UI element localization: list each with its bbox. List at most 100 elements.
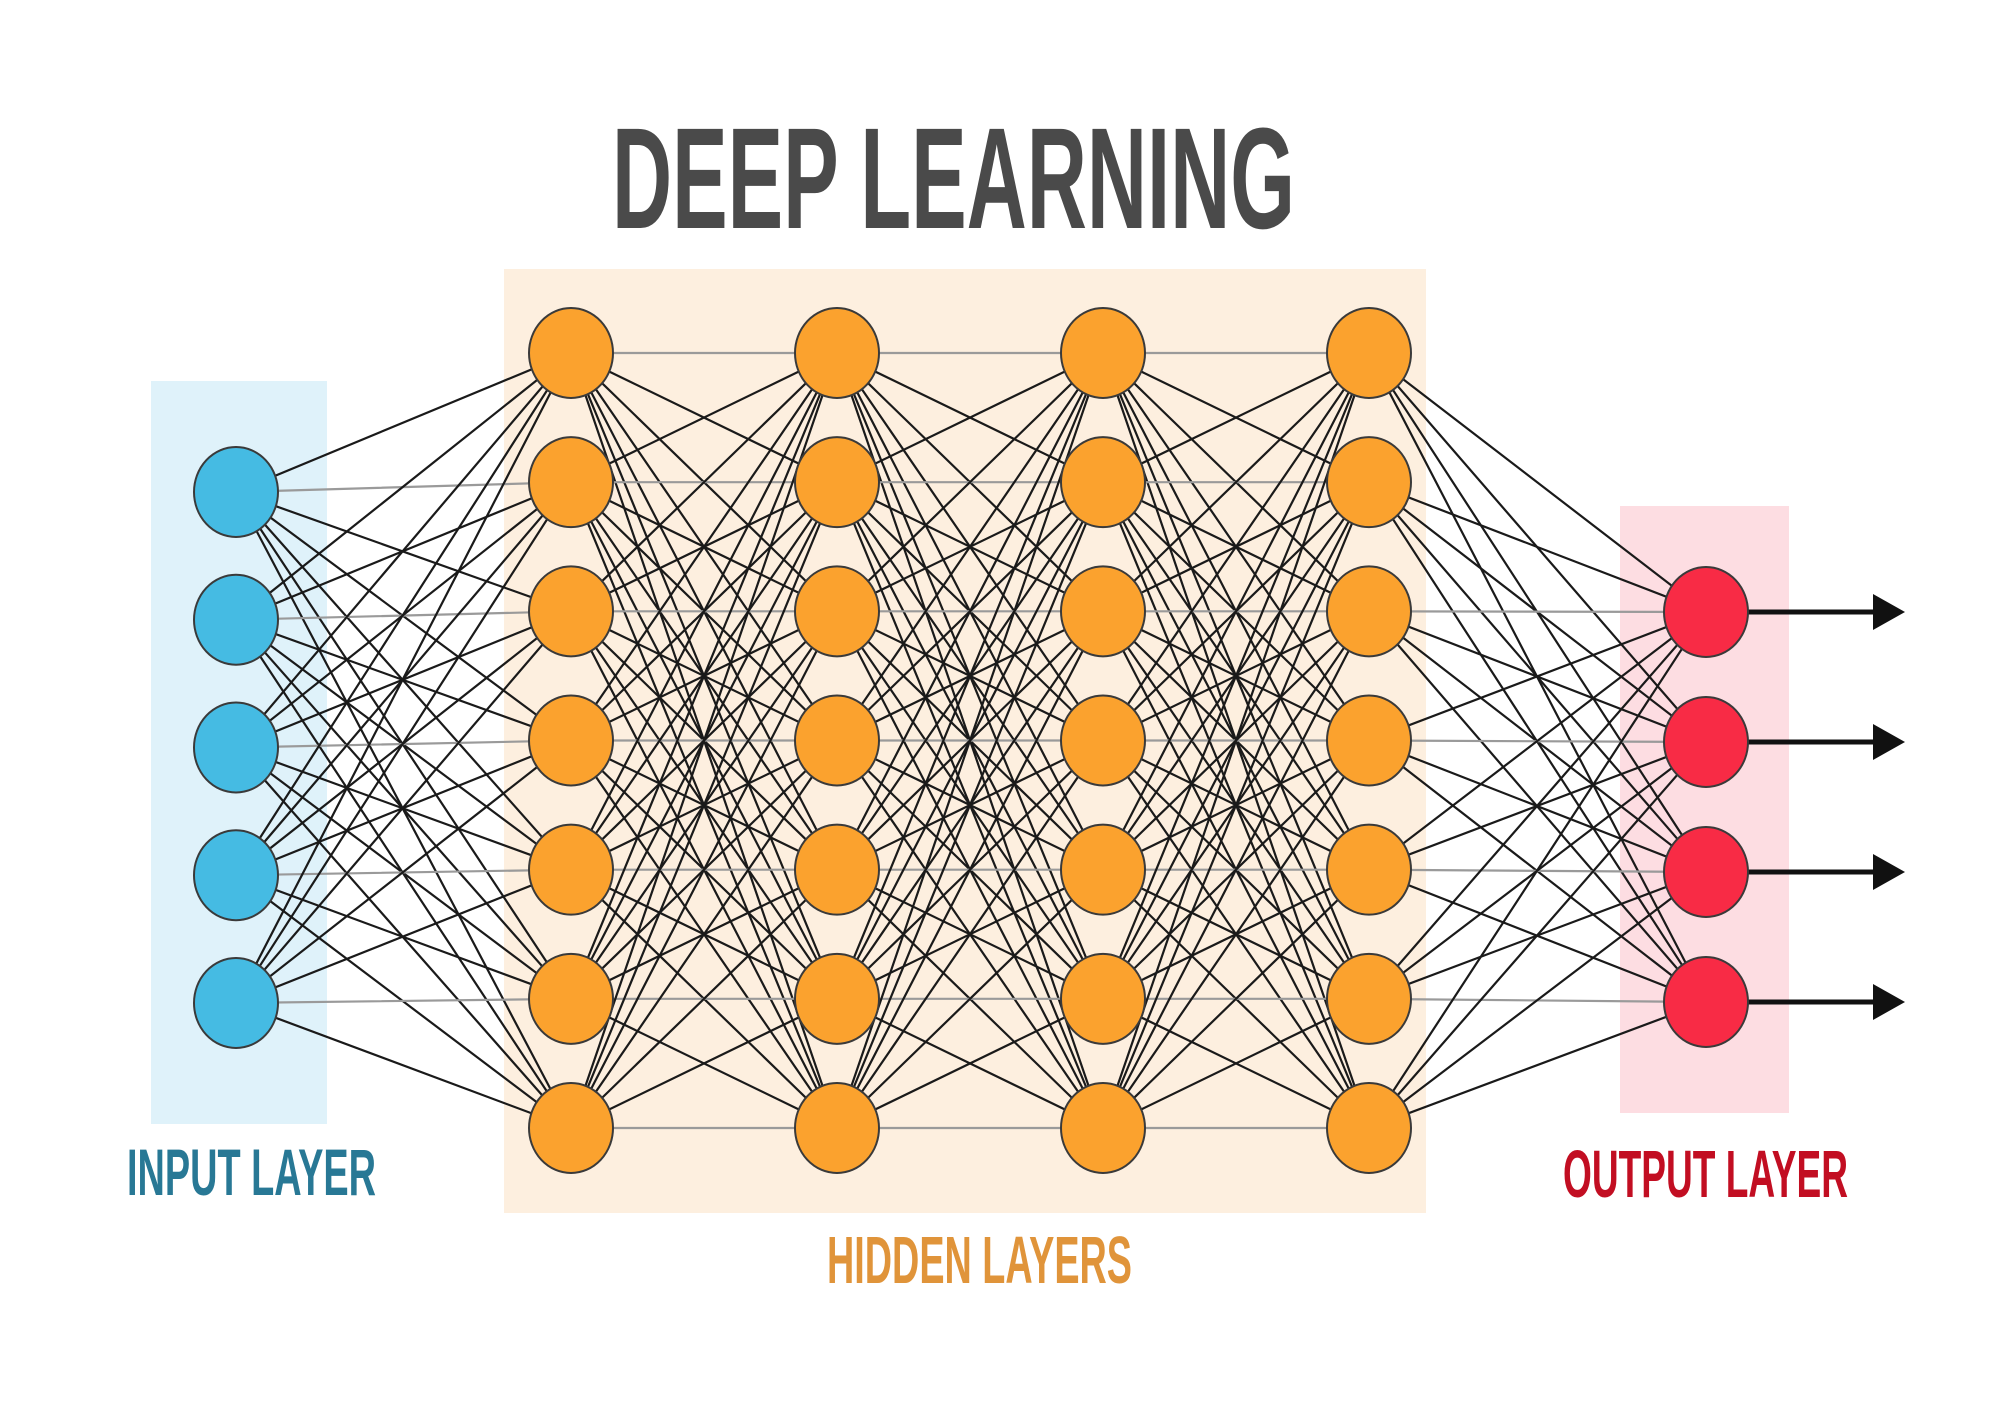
output-neuron [1663,566,1749,658]
hidden-layer-4-neuron [1326,952,1412,1045]
hidden-layer-3-neuron [1060,823,1146,916]
neurons [193,307,1749,1174]
connection-edge [1367,870,1708,1130]
connection-edge [1367,740,1708,1130]
hidden-layer-3-neuron [1060,1082,1146,1174]
hidden-layer-2-neuron [794,952,880,1045]
arrow-head [1873,984,1905,1020]
hidden-layer-3-neuron [1060,694,1146,787]
connection-edge [234,1001,573,1130]
connection-edge [1367,610,1708,614]
connection-edge [835,351,1105,613]
connection-edge [1367,481,1708,614]
connection-edge [569,481,839,1130]
connection-edge [835,351,1105,484]
hidden-layer-2-neuron [794,565,880,658]
input-layer-label: INPUT LAYER [127,1135,376,1209]
connection-edge [1101,610,1371,1130]
output-arrow-icon [1748,724,1905,760]
connection-edge [1101,351,1371,742]
arrow-head [1873,594,1905,630]
connection-edge [569,610,839,1130]
connection-edge [234,610,573,1005]
input-neuron [193,573,279,666]
connection-edge [234,868,573,1005]
hidden-layer-1-neuron [528,694,614,787]
output-neuron [1663,956,1749,1048]
arrow-head [1873,724,1905,760]
connection-edge [1367,610,1708,1130]
connection-edge [569,739,839,1130]
connection-edge [1101,351,1371,613]
hidden-layer-2-neuron [794,694,880,787]
connection-edge [569,351,839,613]
connection-edge [569,351,839,1130]
hidden-layer-1-neuron [528,565,614,658]
connection-edge [234,351,573,749]
connection-edge [569,351,839,1000]
connection-edge [835,739,1105,1130]
connection-edge [569,351,839,484]
output-arrows [1748,594,1905,1020]
input-neuron [193,957,279,1049]
connection-edge [1367,610,1708,871]
hidden-layers-label: HIDDEN LAYERS [827,1223,1132,1298]
output-layer-label: OUTPUT LAYER [1563,1137,1848,1212]
connection-edge [1101,351,1371,484]
connection-edge [1101,481,1371,1130]
connection-edge [1101,868,1371,1130]
hidden-layer-4-neuron [1326,1082,1412,1174]
connection-edge [234,739,573,1005]
hidden-layer-2-neuron [794,307,880,399]
hidden-layer-3-neuron [1060,952,1146,1045]
connection-edge [569,351,839,871]
arrow-head [1873,854,1905,890]
hidden-layer-3-neuron [1060,307,1146,399]
hidden-layer-4-neuron [1326,307,1412,399]
connection-edge [1367,610,1708,1000]
hidden-layer-2-neuron [794,823,880,916]
connection-edge [835,351,1105,871]
hidden-layer-1-neuron [528,823,614,916]
connection-edge [835,997,1105,1130]
output-neuron [1663,826,1749,918]
input-neuron [193,701,279,794]
connection-edge [835,351,1105,1130]
hidden-layer-1-neuron [528,952,614,1045]
connection-edge [835,351,1105,742]
output-arrow-icon [1748,854,1905,890]
connection-edge [234,997,573,1005]
diagram-title: DEEP LEARNING [612,98,1295,259]
connection-edge [1367,351,1708,614]
hidden-layer-3-neuron [1060,565,1146,658]
hidden-layer-2-neuron [794,1082,880,1174]
connection-edge [1101,351,1371,871]
output-arrow-icon [1748,594,1905,630]
connection-edge [234,351,573,494]
hidden-layer-4-neuron [1326,436,1412,529]
connection-edge [835,868,1105,1130]
output-arrow-icon [1748,984,1905,1020]
connection-edge [234,351,573,1005]
input-neuron [193,829,279,922]
connection-edge [1101,351,1371,1130]
hidden-layer-4-neuron [1326,694,1412,787]
hidden-layer-1-neuron [528,436,614,529]
connection-edge [1101,351,1371,1000]
output-neuron [1663,696,1749,788]
connection-edge [835,481,1105,1130]
hidden-layer-2-neuron [794,436,880,529]
hidden-layer-4-neuron [1326,823,1412,916]
hidden-layer-1-neuron [528,307,614,399]
connection-edge [569,351,839,742]
connection-edge [835,351,1105,1000]
input-neuron [193,446,279,538]
connection-edge [569,868,839,1130]
connection-edge [234,481,573,1005]
connection-edge [569,997,839,1130]
connection-edge [234,351,573,877]
connection-edge [1367,1000,1708,1130]
connection-edge [234,351,573,621]
connections [234,351,1708,1130]
